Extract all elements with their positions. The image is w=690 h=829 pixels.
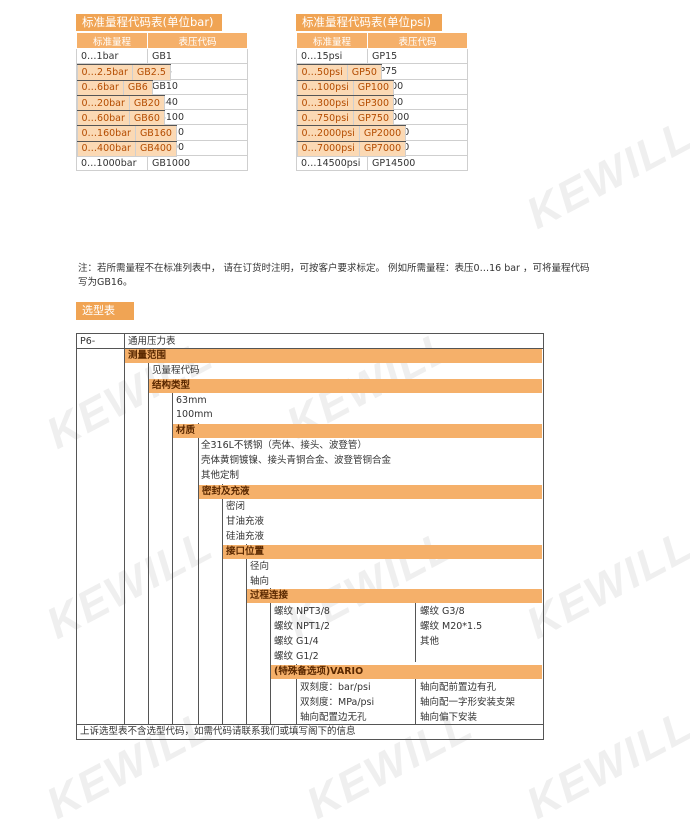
range-cell: 0…2000psi xyxy=(296,126,360,142)
selection-table xyxy=(76,333,544,740)
port-item: 径向 xyxy=(250,561,270,572)
watermark-logo: KEWILL xyxy=(518,700,690,829)
option-item: 双刻度：bar/psi xyxy=(300,682,371,693)
connection-header: 过程连接 xyxy=(247,589,542,603)
connection-item: 螺纹 M20*1.5 xyxy=(420,621,483,632)
code-cell: GB2.5 xyxy=(131,65,171,81)
option-item: 轴向偏下安装 xyxy=(420,712,478,723)
bar-table-title: 标准量程代码表(单位bar) xyxy=(76,14,222,31)
material-header: 材质 xyxy=(173,424,542,438)
code-cell: GB160 xyxy=(134,126,177,142)
connection-item: 其他 xyxy=(420,636,440,647)
connection-item: 螺纹 G1/2 xyxy=(274,651,319,662)
connection-item: 螺纹 NPT1/2 xyxy=(274,621,330,632)
code-cell: GB10 xyxy=(147,79,248,95)
code-cell: GB20 xyxy=(128,95,165,112)
code-cell: GP300 xyxy=(352,95,395,112)
range-cell: 0…14500psi xyxy=(296,155,368,172)
option-item: 轴向配前置边有孔 xyxy=(420,682,497,693)
code-cell: GB1000 xyxy=(147,155,248,172)
selection-footer: 上诉选型表不含选型代码，如需代码请联系我们或填写阁下的信息 xyxy=(80,726,356,737)
port-item: 轴向 xyxy=(250,576,270,587)
range-cell: 0…100psi xyxy=(296,80,354,96)
structure-item: 100mm xyxy=(176,409,213,420)
code-cell: GP15 xyxy=(367,48,468,65)
general-label: 通用压力表 xyxy=(128,336,176,347)
code-cell: GP7000 xyxy=(358,141,407,158)
connection-item: 螺纹 G1/4 xyxy=(274,636,319,647)
code-cell: GB60 xyxy=(128,111,165,127)
range-header: 测量范围 xyxy=(125,349,542,363)
port-header: 接口位置 xyxy=(223,545,542,559)
watermark-logo: KEWILL xyxy=(518,520,690,649)
code-cell: GB6 xyxy=(122,80,153,96)
range-cell: 0…1000bar xyxy=(76,155,148,172)
range-cell: 0…50psi xyxy=(296,65,348,81)
range-cell: 0…20bar xyxy=(76,95,130,112)
seal-item: 甘油充液 xyxy=(226,516,265,527)
bar-range-table: 标准量程 表压代码 0…1barGB10…2.5barGB2.50…4barGB… xyxy=(76,32,248,172)
material-item: 全316L不锈钢（壳体、接头、波登管） xyxy=(201,440,367,451)
option-item: 轴向配置边无孔 xyxy=(300,712,367,723)
option-item: 轴向配一字形安装支架 xyxy=(420,697,516,708)
code-cell: GP2000 xyxy=(358,126,407,142)
range-cell: 0…6bar xyxy=(76,80,124,96)
range-cell: 0…60bar xyxy=(76,111,130,127)
range-cell: 0…1bar xyxy=(76,48,148,65)
material-item: 其他定制 xyxy=(201,470,240,481)
range-item: 见量程代码 xyxy=(152,365,200,376)
connection-item: 螺纹 NPT3/8 xyxy=(274,606,330,617)
option-item: 双刻度：MPa/psi xyxy=(300,697,375,708)
column-header: 标准量程 xyxy=(296,32,368,49)
option-header: (特殊备选项)VARIO xyxy=(271,665,542,679)
connection-item: 螺纹 G3/8 xyxy=(420,606,465,617)
seal-header: 密封及充液 xyxy=(199,485,542,499)
seal-item: 密闭 xyxy=(226,501,246,512)
column-header: 表压代码 xyxy=(147,32,248,49)
range-cell: 0…7000psi xyxy=(296,141,360,158)
code-cell: GB1 xyxy=(147,48,248,65)
structure-item: 63mm xyxy=(176,395,207,406)
code-cell: GP50 xyxy=(346,65,382,81)
range-cell: 0…750psi xyxy=(296,111,354,127)
prefix-code: P6- xyxy=(80,336,96,347)
structure-header: 结构类型 xyxy=(149,379,542,393)
range-cell: 0…160bar xyxy=(76,126,136,142)
seal-item: 硅油充液 xyxy=(226,531,265,542)
selection-title: 选型表 xyxy=(76,302,134,320)
code-cell: GP75 xyxy=(367,64,468,80)
code-cell: GP100 xyxy=(352,80,395,96)
range-cell: 0…300psi xyxy=(296,95,354,112)
material-item: 壳体黄铜镀镍、接头青铜合金、波登管铜合金 xyxy=(201,455,392,466)
column-header: 标准量程 xyxy=(76,32,148,49)
column-header: 表压代码 xyxy=(367,32,468,49)
watermark-logo: KEWILL xyxy=(518,110,690,239)
code-cell: GB400 xyxy=(134,141,177,158)
range-cell: 0…400bar xyxy=(76,141,136,158)
range-note: 注：若所需量程不在标准列表中， 请在订货时注明，可按客户要求标定。 例如所需量程… xyxy=(78,263,590,288)
code-cell: GP14500 xyxy=(367,155,468,172)
range-cell: 0…2.5bar xyxy=(76,65,133,81)
code-cell: GP750 xyxy=(352,111,395,127)
psi-range-table: 标准量程 表压代码 0…15psiGP150…50psiGP500…75psiG… xyxy=(296,32,468,172)
psi-table-title: 标准量程代码表(单位psi) xyxy=(296,14,442,31)
range-cell: 0…15psi xyxy=(296,48,368,65)
